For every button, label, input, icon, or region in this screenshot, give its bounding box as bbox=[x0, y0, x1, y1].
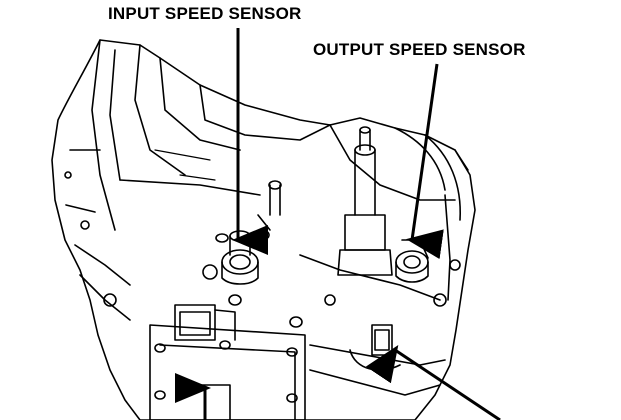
pressure-port-leader bbox=[365, 345, 501, 420]
output-speed-sensor-label: OUTPUT SPEED SENSOR bbox=[313, 40, 526, 59]
governor-post bbox=[354, 149, 376, 216]
solenoid-assembly bbox=[149, 294, 306, 420]
input-speed-sensor bbox=[215, 180, 282, 285]
output-sensor-leader bbox=[406, 63, 444, 260]
input-speed-sensor-label: INPUT SPEED SENSOR bbox=[108, 4, 302, 23]
output-speed-sensor bbox=[395, 239, 429, 283]
pressure-port bbox=[349, 324, 401, 371]
